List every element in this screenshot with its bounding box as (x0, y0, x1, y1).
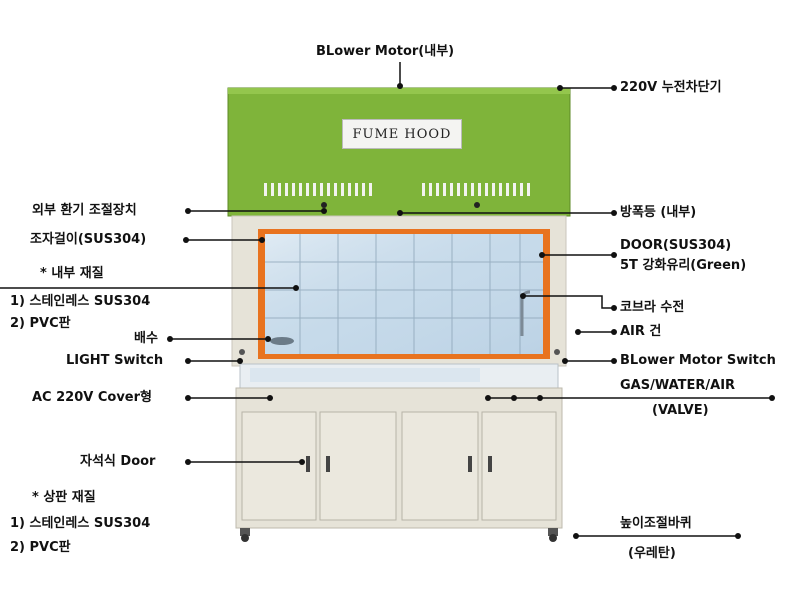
label-explosion-proof-light: 방폭등 (내부) (620, 205, 697, 220)
hood-top-highlight (228, 88, 570, 94)
vent-slots-left (264, 183, 372, 196)
label-top-material-1: 1) 스테인레스 SUS304 (10, 516, 151, 531)
label-blower-motor: BLower Motor(내부) (316, 44, 455, 59)
label-door-line2: 5T 강화유리(Green) (620, 258, 747, 273)
label-door-line1: DOOR(SUS304) (620, 238, 732, 253)
label-blower-switch: BLower Motor Switch (620, 353, 776, 368)
label-casters-line1: 높이조절바퀴 (620, 516, 692, 531)
door-handle-1 (306, 456, 310, 472)
drain-shape (270, 337, 294, 345)
label-inner-material-title: * 내부 재질 (40, 266, 104, 281)
label-inner-material-1: 1) 스테인레스 SUS304 (10, 294, 151, 309)
label-top-material-2: 2) PVC판 (10, 540, 71, 555)
cabinet-door-4 (481, 411, 557, 521)
label-inner-material-2: 2) PVC판 (10, 316, 71, 331)
cabinet-door-2 (319, 411, 397, 521)
light-switch-knob (239, 349, 245, 355)
label-air-gun: AIR 건 (620, 324, 662, 339)
blower-switch-knob (554, 349, 560, 355)
label-valves-line2: (VALVE) (652, 403, 709, 418)
fixture-rack-grid (265, 234, 543, 354)
label-breaker: 220V 누전차단기 (620, 80, 722, 95)
door-handle-2 (326, 456, 330, 472)
vent-knob-left (321, 202, 327, 208)
vent-slots-right (422, 183, 530, 196)
cabinet-door-1 (241, 411, 317, 521)
label-magnetic-door: 자석식 Door (80, 454, 156, 469)
door-handle-4 (488, 456, 492, 472)
label-top-material-title: * 상판 재질 (32, 490, 96, 505)
label-fixture-frame: 조자걸이(SUS304) (30, 232, 147, 247)
label-light-switch: LIGHT Switch (66, 353, 164, 368)
door-handle-3 (468, 456, 472, 472)
vent-knob-right (474, 202, 480, 208)
caster-right (548, 528, 558, 536)
leader-lines (0, 62, 772, 537)
label-valves-line1: GAS/WATER/AIR (620, 378, 736, 393)
fume-hood-nameplate: FUME HOOD (342, 119, 462, 149)
label-cobra-faucet: 코브라 수전 (620, 300, 685, 315)
label-casters-line2: (우레탄) (628, 546, 676, 561)
cabinet-door-3 (401, 411, 479, 521)
label-drain: 배수 (134, 331, 158, 346)
label-exhaust-control: 외부 환기 조절장치 (32, 203, 137, 218)
caster-left (240, 528, 250, 536)
leader-dots (167, 83, 775, 539)
label-cover: AC 220V Cover형 (32, 390, 152, 405)
hood-top-panel (227, 87, 571, 217)
